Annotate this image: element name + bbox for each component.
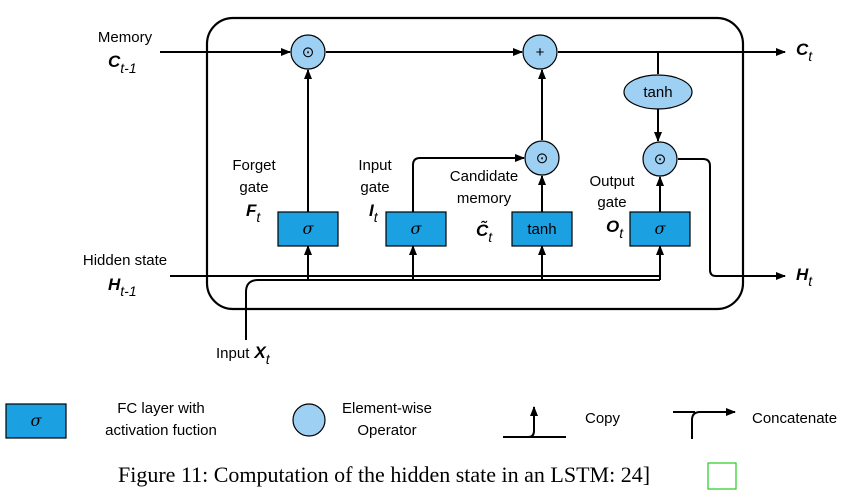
svg-text:tanh: tanh (527, 221, 556, 238)
memory-input-var: Ct-1 (108, 52, 137, 76)
svg-text:Ot: Ot (606, 217, 624, 241)
svg-text:activation fuction: activation fuction (105, 422, 217, 439)
hidden-input-var: Ht-1 (108, 275, 137, 299)
legend-element-wise-operator: Element-wise Operator (292, 400, 432, 439)
cell-boundary (205, 16, 745, 311)
svg-text:+: + (536, 44, 545, 61)
svg-text:Figure 11: Computation of the: Figure 11: Computation of the hidden sta… (118, 462, 650, 487)
svg-text:Output: Output (589, 173, 635, 190)
svg-text:⊙: ⊙ (302, 44, 315, 61)
add-operator: + (522, 34, 558, 70)
svg-text:gate: gate (239, 179, 268, 196)
candidate-mult-operator: ⊙ (524, 140, 560, 176)
svg-text:gate: gate (360, 179, 389, 196)
output-gate-label: Output gate Ot (589, 173, 635, 241)
svg-text:C̃t: C̃t (476, 220, 493, 245)
svg-text:σ: σ (31, 411, 43, 430)
legend-copy: Copy (503, 406, 621, 438)
figure-caption: Figure 11: Computation of the hidden sta… (118, 462, 737, 490)
svg-text:It: It (369, 201, 379, 225)
legend-concatenate: Concatenate (673, 408, 837, 439)
svg-text:Operator: Operator (357, 422, 416, 439)
svg-text:memory: memory (457, 190, 512, 207)
input-gate-box: σ (385, 211, 447, 247)
svg-text:Forget: Forget (232, 157, 276, 174)
svg-text:FC layer with: FC layer with (117, 400, 205, 417)
svg-text:σ: σ (411, 219, 423, 238)
svg-text:tanh: tanh (643, 84, 672, 101)
legend-fc-layer: σ FC layer with activation fuction (5, 400, 217, 439)
svg-text:Ft: Ft (246, 201, 261, 225)
svg-text:Input: Input (358, 157, 392, 174)
svg-text:Candidate: Candidate (450, 168, 518, 185)
candidate-tanh-box: tanh (511, 211, 573, 247)
hidden-output-var: Ht (796, 265, 813, 289)
input-gate-label: Input gate It (358, 157, 392, 225)
forget-mult-operator: ⊙ (290, 34, 326, 70)
svg-text:gate: gate (597, 194, 626, 211)
svg-text:σ: σ (303, 219, 315, 238)
hidden-input-label: Hidden state (83, 252, 167, 269)
output-mult-operator: ⊙ (642, 141, 678, 177)
svg-text:⊙: ⊙ (536, 150, 549, 167)
output-gate-box: σ (629, 211, 691, 247)
ref-link-border (707, 462, 737, 490)
svg-text:Element-wise: Element-wise (342, 400, 432, 417)
candidate-memory-label: Candidate memory C̃t (450, 168, 518, 245)
forget-gate-label: Forget gate Ft (232, 157, 276, 225)
caption-ref-link[interactable]: 24 (621, 462, 643, 487)
memory-input-label: Memory (98, 29, 153, 46)
svg-text:Copy: Copy (585, 410, 621, 427)
svg-text:⊙: ⊙ (654, 151, 667, 168)
svg-text:Concatenate: Concatenate (752, 410, 837, 427)
forget-gate-box: σ (277, 211, 339, 247)
tanh-operator: tanh (623, 74, 693, 110)
memory-output-var: Ct (796, 40, 813, 64)
svg-text:σ: σ (655, 219, 667, 238)
